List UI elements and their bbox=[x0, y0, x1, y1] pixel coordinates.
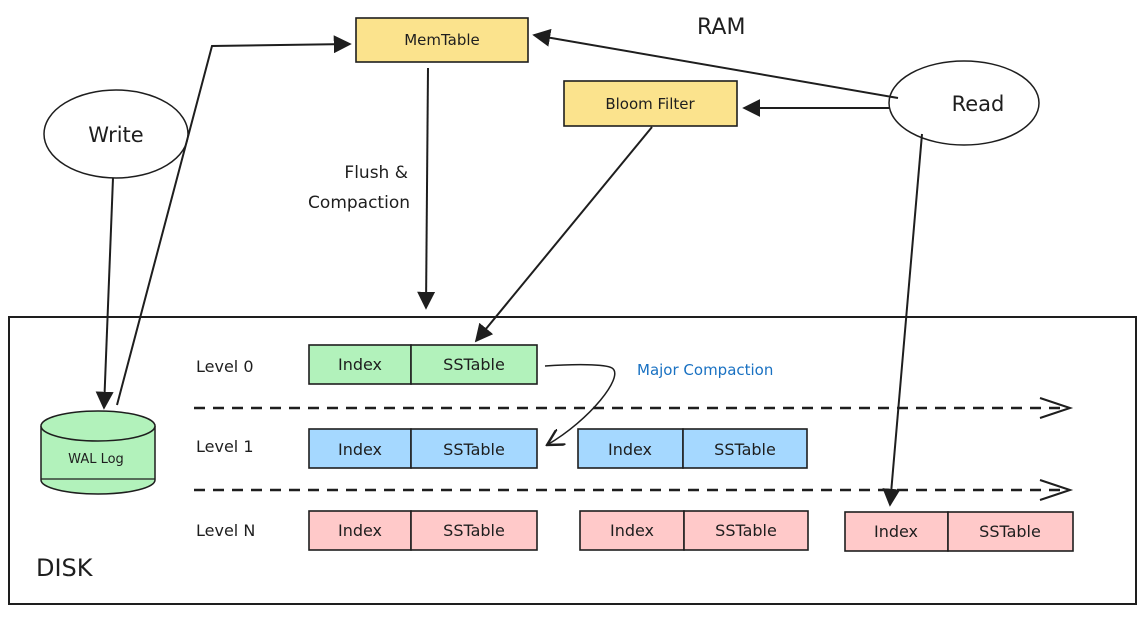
disk-label: DISK bbox=[36, 554, 94, 582]
sstable-block bbox=[683, 510, 809, 551]
sstable-block bbox=[947, 511, 1074, 552]
level-divider-2-arrowhead-icon bbox=[1039, 479, 1074, 501]
sstable-label: SSTable bbox=[979, 522, 1041, 541]
ram-label: RAM bbox=[697, 15, 745, 40]
flush-arrow bbox=[417, 67, 436, 310]
write-label: Write bbox=[88, 123, 143, 147]
bloom-to-sstable-arrow bbox=[474, 126, 653, 343]
major-compaction-arrow bbox=[545, 363, 616, 445]
index-label: Index bbox=[610, 521, 654, 540]
wal-cylinder-top bbox=[40, 410, 156, 442]
bloom-filter-rect bbox=[563, 80, 738, 127]
write-to-wal-arrow bbox=[95, 177, 114, 410]
index-label: Index bbox=[874, 522, 918, 541]
wal-cylinder-body bbox=[40, 426, 156, 495]
sstable-block bbox=[682, 428, 808, 469]
level-1-sstable-1[interactable]: Index SSTable bbox=[308, 428, 538, 469]
index-block bbox=[308, 428, 412, 469]
write-node[interactable]: Write bbox=[43, 89, 189, 179]
index-label: Index bbox=[338, 521, 382, 540]
index-label: Index bbox=[338, 440, 382, 459]
sstable-block bbox=[410, 428, 538, 469]
flush-label-line2: Compaction bbox=[308, 193, 410, 213]
index-block bbox=[308, 344, 412, 385]
index-block bbox=[577, 428, 684, 469]
level-1-label: Level 1 bbox=[196, 437, 254, 456]
level-0-sstable-1[interactable]: Index SSTable bbox=[308, 344, 538, 385]
sstable-block bbox=[410, 344, 538, 385]
sstable-label: SSTable bbox=[443, 355, 505, 374]
wal-log-label: WAL Log bbox=[68, 452, 124, 467]
flush-label-line1: Flush & bbox=[344, 163, 408, 183]
wal-log-cylinder[interactable]: WAL Log bbox=[40, 410, 156, 495]
bloom-filter-box[interactable]: Bloom Filter bbox=[563, 80, 738, 127]
disk-container bbox=[8, 316, 1137, 605]
wal-to-memtable-arrow bbox=[116, 35, 352, 406]
memtable-rect bbox=[355, 17, 529, 63]
bloom-filter-label: Bloom Filter bbox=[605, 95, 695, 113]
read-to-memtable-arrow bbox=[532, 28, 899, 99]
level-divider-1-arrowhead-icon bbox=[1039, 397, 1074, 419]
sstable-label: SSTable bbox=[714, 440, 776, 459]
level-0-label: Level 0 bbox=[196, 357, 254, 376]
read-label: Read bbox=[952, 92, 1005, 116]
sstable-label: SSTable bbox=[443, 521, 505, 540]
index-block bbox=[579, 510, 685, 551]
level-n-sstable-1[interactable]: Index SSTable bbox=[308, 510, 538, 551]
read-to-level-n-arrow bbox=[882, 133, 923, 507]
level-n-sstable-2[interactable]: Index SSTable bbox=[579, 510, 809, 551]
level-1-sstable-2[interactable]: Index SSTable bbox=[577, 428, 808, 469]
sstable-label: SSTable bbox=[715, 521, 777, 540]
level-n-label: Level N bbox=[196, 521, 255, 540]
read-node[interactable]: Read bbox=[888, 60, 1040, 146]
sstable-label: SSTable bbox=[443, 440, 505, 459]
index-label: Index bbox=[608, 440, 652, 459]
memtable-box[interactable]: MemTable bbox=[355, 17, 529, 63]
memtable-label: MemTable bbox=[404, 31, 480, 49]
index-label: Index bbox=[338, 355, 382, 374]
major-compaction-label: Major Compaction bbox=[637, 361, 773, 379]
read-ellipse bbox=[888, 60, 1040, 146]
sstable-block bbox=[410, 510, 538, 551]
level-n-sstable-3[interactable]: Index SSTable bbox=[844, 511, 1074, 552]
